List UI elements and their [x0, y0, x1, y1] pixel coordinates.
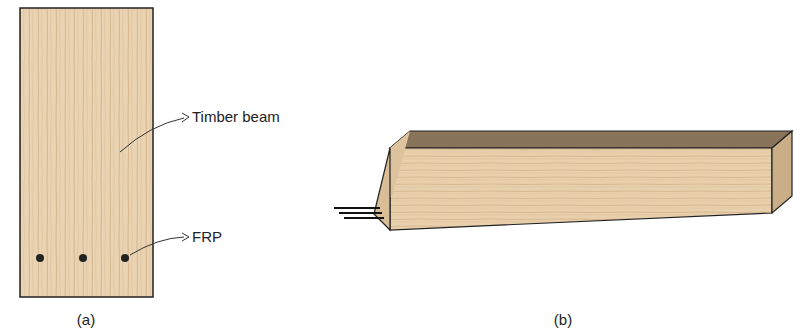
frp-bars — [334, 208, 384, 218]
beam-end — [772, 131, 792, 213]
panel-label: (a) — [77, 312, 95, 329]
leader-line — [120, 118, 184, 152]
leader-line — [130, 237, 184, 255]
beam-top — [390, 131, 792, 148]
part-label: Timber beam — [192, 109, 280, 126]
panel-label: (b) — [554, 312, 572, 329]
part-label: FRP — [192, 229, 222, 246]
beam-side — [390, 148, 772, 230]
frp-bar — [36, 254, 44, 262]
frp-bar — [121, 254, 129, 262]
frp-bar — [79, 254, 87, 262]
